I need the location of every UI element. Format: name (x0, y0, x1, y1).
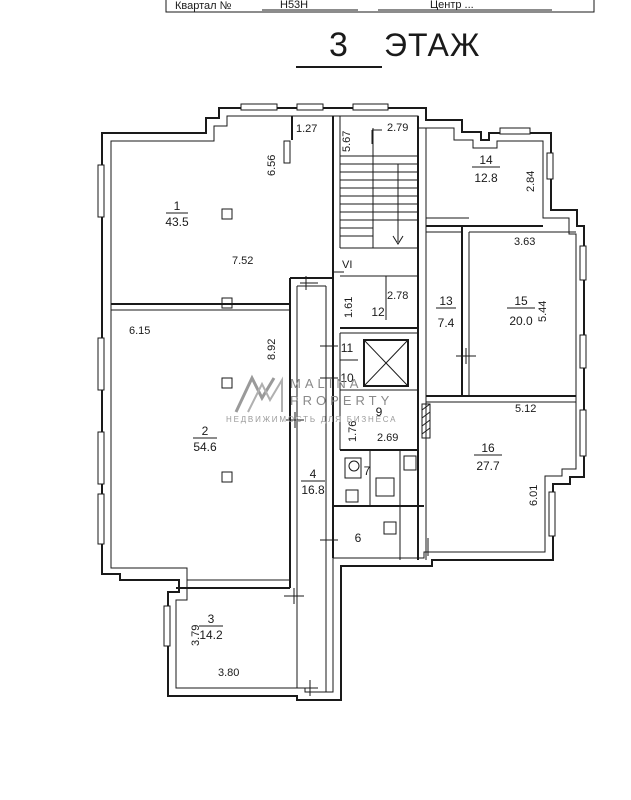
room-3-number: 3 (208, 612, 215, 626)
room-15-number: 15 (514, 294, 528, 308)
floor-number: 3 (329, 26, 348, 64)
dimension-labels: 1.27 6.56 7.52 5.67 2.79 2.84 3.63 5.44 … (129, 122, 549, 679)
dim-label: 1.27 (296, 123, 317, 135)
title-block-value-left: Н53Н (280, 0, 308, 11)
dim-label: 2.78 (387, 290, 408, 302)
room-9-number: 9 (376, 405, 383, 419)
room-3-area: 14.2 (199, 628, 223, 642)
watermark-brand-line1: MALINA (290, 376, 362, 391)
room-11-number: 11 (341, 341, 354, 355)
interior-walls (111, 116, 576, 692)
dim-label: 6.01 (528, 485, 540, 506)
dim-label: 2.69 (377, 432, 398, 444)
room-13-area: 7.4 (438, 316, 455, 330)
title-block-value-right: Центр ... (430, 0, 474, 11)
watermark: MALINA PROPERTY НЕДВИЖИМОСТЬ ДЛЯ БИЗНЕСА (226, 374, 397, 424)
column-markers (221, 208, 233, 483)
dim-label: 6.15 (129, 325, 150, 337)
floor-word: ЭТАЖ (384, 27, 480, 63)
room-16-number: 16 (481, 441, 495, 455)
door-marks (284, 271, 476, 696)
dim-label: 7.52 (232, 255, 253, 267)
staircase: VI (340, 128, 418, 320)
room-4-number: 4 (310, 467, 317, 481)
dim-label: 5.67 (341, 131, 353, 152)
room-1-area: 43.5 (165, 215, 189, 229)
room-12-number: 12 (371, 305, 385, 319)
room-1-number: 1 (174, 199, 181, 213)
dim-label: 1.61 (343, 297, 355, 318)
dim-label: 6.56 (266, 155, 278, 176)
dim-label: 3.63 (514, 236, 535, 248)
watermark-tagline: НЕДВИЖИМОСТЬ ДЛЯ БИЗНЕСА (226, 415, 397, 424)
dim-label: 1.76 (347, 421, 359, 442)
dim-label: 5.12 (515, 403, 536, 415)
windows (97, 103, 587, 647)
room-14-area: 12.8 (474, 171, 498, 185)
room-7-number: 7 (364, 464, 371, 478)
room-10-number: 10 (340, 371, 354, 385)
stair-mark: VI (342, 259, 352, 271)
dim-label: 3.80 (218, 667, 239, 679)
dim-label: 3.79 (190, 625, 202, 646)
room-labels: 1 43.5 2 54.6 3 14.2 4 16.8 6 7 9 10 11 … (165, 153, 535, 642)
room-6-number: 6 (355, 531, 362, 545)
room-13-number: 13 (439, 294, 453, 308)
dim-label: 2.84 (525, 171, 537, 192)
dim-label: 2.79 (387, 122, 408, 134)
watermark-logo (234, 374, 283, 413)
watermark-brand-line2: PROPERTY (290, 393, 393, 408)
title-block: Квартал № Н53Н Центр ... (165, 0, 595, 13)
dim-label: 8.92 (266, 339, 278, 360)
title-block-label: Квартал № (175, 0, 232, 12)
room-2-number: 2 (202, 424, 209, 438)
room-4-area: 16.8 (301, 483, 325, 497)
dim-label: 5.44 (537, 301, 549, 322)
floor-heading: 3 ЭТАЖ (296, 26, 480, 68)
room-2-area: 54.6 (193, 440, 217, 454)
room-14-number: 14 (479, 153, 493, 167)
room-16-area: 27.7 (476, 459, 500, 473)
room-15-area: 20.0 (509, 314, 533, 328)
